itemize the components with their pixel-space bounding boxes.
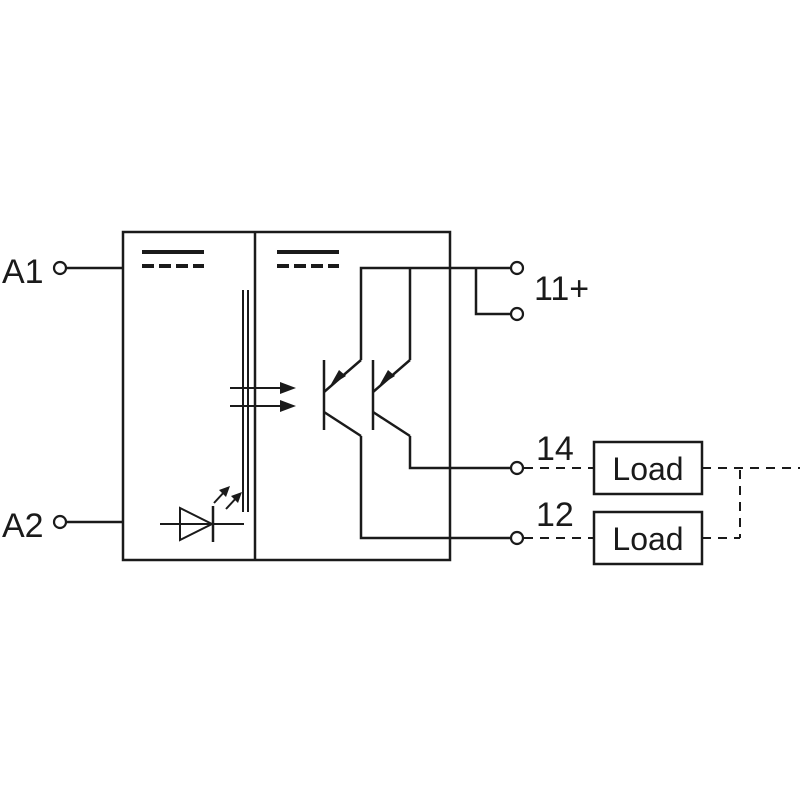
terminal-12 [509, 530, 525, 546]
output-wiring [359, 266, 511, 540]
terminal-11-lower [509, 306, 525, 322]
load-box-upper [592, 440, 704, 496]
light-arrows-icon [230, 382, 296, 412]
phototransistor-1-icon [322, 359, 362, 438]
terminal-11-upper [509, 260, 525, 276]
wire-11-bridge [474, 268, 511, 316]
terminal-label-12: 12 [536, 496, 574, 534]
load-upper: Load [592, 440, 704, 496]
phototransistor-2-icon [371, 359, 411, 438]
input-a1: A1 [2, 253, 123, 291]
optical-barrier [242, 290, 249, 512]
wire-common-top [359, 266, 511, 360]
module-outline [121, 230, 452, 562]
dc-symbol-output [277, 250, 339, 268]
terminal-a1 [52, 260, 68, 276]
wire-out-14 [408, 436, 511, 470]
led-icon [160, 486, 244, 542]
dc-symbol-input [142, 250, 204, 268]
terminal-label-11: 11+ [534, 270, 589, 308]
wire-out-12 [359, 436, 511, 540]
load-label-lower: Load [612, 521, 683, 557]
input-a2: A2 [2, 507, 123, 545]
load-lower: Load [592, 510, 704, 566]
module-housing [121, 230, 452, 562]
load-box-lower [592, 510, 704, 566]
terminal-14 [509, 460, 525, 476]
terminal-a2 [52, 514, 68, 530]
external-wiring [524, 467, 800, 539]
terminal-label-14: 14 [536, 430, 574, 468]
terminal-label-a1: A1 [2, 253, 44, 291]
load-label-upper: Load [612, 451, 683, 487]
terminal-label-a2: A2 [2, 507, 44, 545]
